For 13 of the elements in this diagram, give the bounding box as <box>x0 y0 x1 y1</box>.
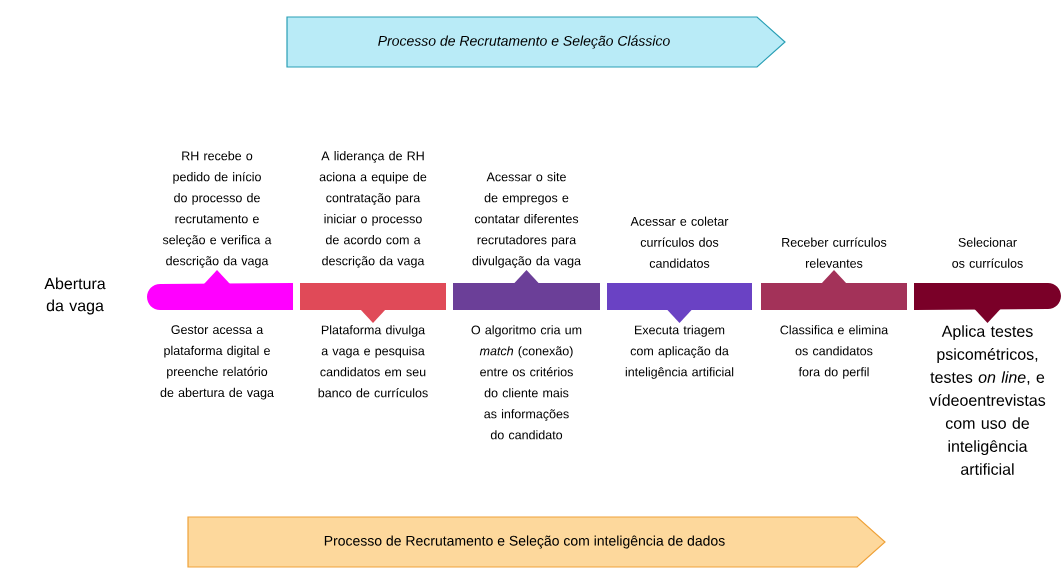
step-text: Gestor acessa a plataforma digital e preenche relatório de abertura de vaga <box>160 325 274 400</box>
step-text: O algoritmo cria um match (conexão) entre os critérios do cliente mais as informações do candidato <box>471 325 582 440</box>
step-text: Acessar o site de empregos e contatar diferentes recrutadores para divulgação da vaga <box>472 172 581 268</box>
step-text: Executa triagem com aplicação da inteligência artificial <box>625 325 734 379</box>
step-text: Acessar e coletar currículos dos candidatos <box>630 216 729 268</box>
step-text: A liderança de RH aciona a equipe de contratação para iniciar o processo de acordo com a descrição da vaga <box>319 151 427 268</box>
step-text: Receber currículos relevantes <box>782 237 887 268</box>
step-text: RH recebe o pedido de início do processo de recrutamento e seleção e verifica a descrição da vaga <box>162 151 272 268</box>
start-label: Abertura da vaga <box>44 277 106 315</box>
step-text: Plataforma divulga a vaga e pesquisa candidatos em seu banco de currículos <box>318 325 428 398</box>
step-text: Selecionar os currículos <box>952 237 1023 268</box>
step-text: Aplica testes psicométricos, testes on line, e vídeoentrevistas com uso de inteligência artificial <box>929 325 1046 475</box>
step-text: Classifica e elimina os candidatos fora do perfil <box>780 325 889 379</box>
